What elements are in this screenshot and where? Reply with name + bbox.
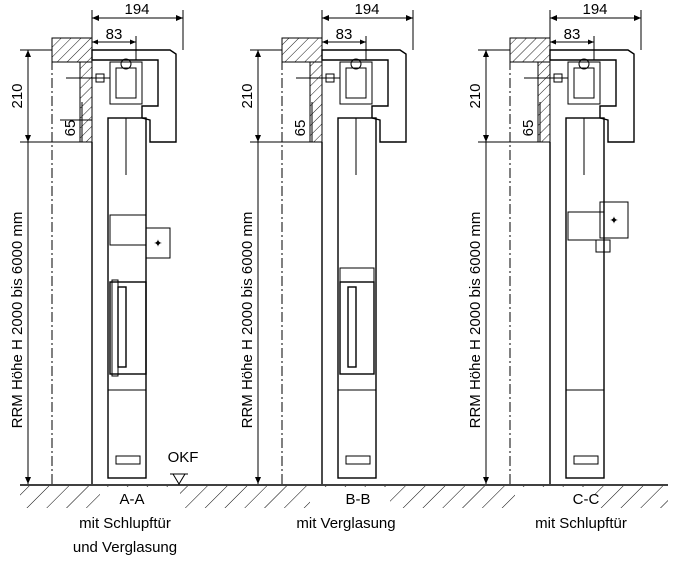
section-a-a-caption-line2: und Verglasung bbox=[73, 539, 177, 556]
dim-194-a: 194 bbox=[124, 1, 149, 18]
dim-194-b: 194 bbox=[354, 1, 379, 18]
dim-83-b: 83 bbox=[336, 26, 353, 43]
dim-83-a: 83 bbox=[106, 26, 123, 43]
height-range-a: RRM Höhe H 2000 bis 6000 mm bbox=[9, 212, 26, 429]
section-b-b-drawing bbox=[250, 10, 414, 484]
section-a-a-caption-line1: mit Schlupftür bbox=[79, 515, 171, 532]
dim-210-b: 210 bbox=[239, 83, 256, 108]
section-b-b-caption-line1: mit Verglasung bbox=[296, 515, 395, 532]
dim-210-a: 210 bbox=[9, 83, 26, 108]
section-c-c-drawing: ✦ bbox=[478, 10, 642, 484]
height-range-b: RRM Höhe H 2000 bis 6000 mm bbox=[239, 212, 256, 429]
dim-65-b: 65 bbox=[292, 120, 309, 137]
section-a-a-drawing: ✦ bbox=[20, 10, 188, 485]
dim-83-c: 83 bbox=[564, 26, 581, 43]
dim-210-c: 210 bbox=[467, 83, 484, 108]
height-range-c: RRM Höhe H 2000 bis 6000 mm bbox=[467, 212, 484, 429]
dim-65-a: 65 bbox=[62, 120, 79, 137]
section-c-c-id: C-C bbox=[573, 491, 600, 508]
floor bbox=[20, 484, 668, 527]
dim-194-c: 194 bbox=[582, 1, 607, 18]
svg-text:✦: ✦ bbox=[153, 238, 162, 250]
section-a-a-id: A-A bbox=[119, 491, 144, 508]
section-c-c-caption-line1: mit Schlupftür bbox=[535, 515, 627, 532]
okf-label: OKF bbox=[168, 449, 199, 466]
svg-text:✦: ✦ bbox=[609, 215, 618, 227]
section-b-b-id: B-B bbox=[345, 491, 370, 508]
dim-65-c: 65 bbox=[520, 120, 537, 137]
